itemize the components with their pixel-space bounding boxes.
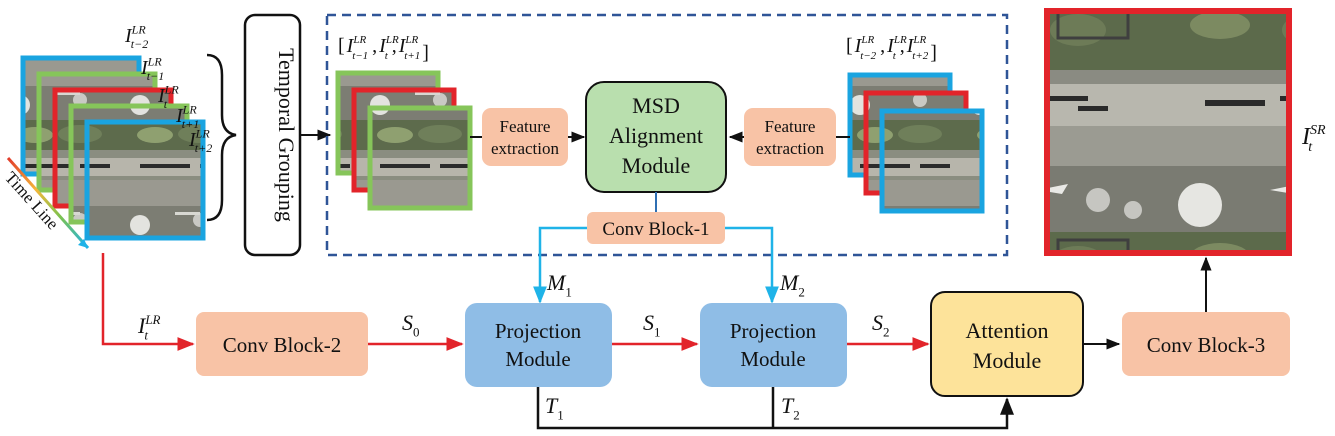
label-m2: M2 [779, 270, 805, 300]
label-s1: S1 [643, 310, 661, 340]
feature-extraction-right-block: Feature extraction [744, 108, 836, 166]
msd-label-line2: Alignment [609, 123, 703, 148]
feature-extraction-right-line2: extraction [756, 139, 824, 158]
msd-alignment-module: MSD Alignment Module [585, 81, 727, 193]
frame-t-plus-2 [84, 119, 206, 241]
conv-block-1: Conv Block-1 [587, 212, 725, 244]
projection2-label-line1: Projection [730, 319, 817, 343]
msd-label-line1: MSD [632, 93, 680, 118]
projection1-label-line1: Projection [495, 319, 582, 343]
temporal-grouping-box: Temporal Grouping [243, 13, 302, 257]
projection2-label-line2: Module [740, 347, 805, 371]
attention-label-line1: Attention [965, 318, 1048, 343]
feature-extraction-right-line1: Feature [765, 117, 816, 136]
temporal-grouping-label: Temporal Grouping [274, 48, 299, 222]
conv-block-3: Conv Block-3 [1122, 312, 1290, 376]
conv-block-2: Conv Block-2 [196, 312, 368, 376]
msd-label-line3: Module [622, 153, 690, 178]
conv-block-1-label: Conv Block-1 [602, 219, 709, 240]
projection-module-2: Projection Module [700, 303, 847, 387]
arrow-input-to-conv2 [101, 253, 195, 351]
feature-extraction-left-block: Feature extraction [482, 108, 568, 166]
attention-label-line2: Module [973, 348, 1041, 373]
feature-extraction-left-line1: Feature [500, 117, 551, 136]
conv-block-3-label: Conv Block-3 [1147, 333, 1265, 357]
label-m1: M1 [546, 270, 572, 300]
arrow-conv1-to-projection1 [533, 226, 587, 304]
conv-block-2-label: Conv Block-2 [223, 333, 341, 357]
projection-module-1: Projection Module [465, 303, 612, 387]
label-s0: S0 [402, 310, 420, 340]
feature-extraction-left-line2: extraction [491, 139, 559, 158]
projection1-label-line2: Module [505, 347, 570, 371]
right-group-frame-3 [879, 108, 985, 214]
alignment-dashed-region [325, 13, 1009, 257]
output-sr-image [1044, 8, 1292, 256]
attention-module: Attention Module [930, 291, 1084, 397]
input-frame-stack [20, 55, 206, 241]
left-group-frame-3 [367, 105, 473, 211]
right-group-stack [847, 72, 985, 214]
label-t2: T2 [781, 393, 800, 423]
arrow-conv1-to-projection2 [725, 226, 779, 304]
grouping-brace [206, 53, 237, 222]
label-t1: T1 [545, 393, 564, 423]
label-s2: S2 [872, 310, 890, 340]
left-group-stack [335, 70, 473, 211]
